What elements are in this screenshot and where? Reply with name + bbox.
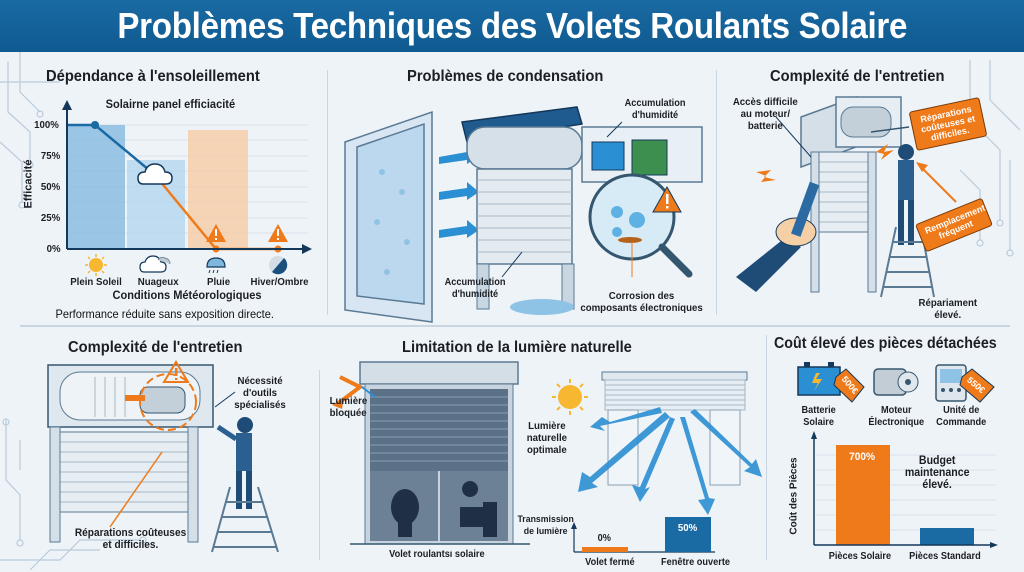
callout-special-tools: Nécessité d'outils spécialisés [234, 375, 286, 411]
y-axis-label: Efficacité [22, 159, 35, 209]
column-divider [327, 70, 328, 315]
part-label-motor: Moteur Électronique [868, 405, 925, 428]
panel-condensation: Problèmes de condensation Accumulation d… [327, 52, 716, 325]
category-label: Hiver/Ombre [250, 276, 309, 288]
bar-label-standard: Pièces Standard [909, 551, 981, 562]
y-tick: 75% [40, 150, 61, 162]
callout-humidity-bottom: Accumulation d'humidité [444, 277, 506, 300]
price-tag-icon [959, 368, 995, 403]
callout-difficult-access: Accès difficile au moteur/ batterie [732, 96, 798, 132]
caption-solar-shutter: Volet roulantsı solaire [389, 549, 485, 560]
y-axis-label: Coût des Pièces [788, 457, 800, 535]
callout-costly-repairs: Réparations coûteuses et difficiles. [74, 527, 187, 551]
panel-title: Complexité de l'entretien [770, 68, 945, 85]
panel-maintenance-top: Complexité de l'entretien Accès difficil… [716, 52, 1024, 325]
bar-label-solar: Pièces Solaire [828, 551, 892, 562]
category-label: Nuageux [137, 276, 179, 288]
page-title: Problèmes Techniques des Volets Roulants… [117, 5, 907, 46]
warning-icon [652, 185, 682, 213]
footer-note: Performance réduite sans exposition dire… [55, 307, 274, 321]
header-banner: Problèmes Techniques des Volets Roulants… [0, 0, 1024, 52]
category-label: Pluie [207, 276, 231, 288]
callout-corrosion: Corrosion des composants électroniques [580, 290, 703, 314]
panel-title: Coût élevé des pièces détachées [774, 335, 997, 352]
motor-icon [873, 368, 919, 396]
half-moon-icon [269, 256, 288, 275]
cloud-icon [139, 255, 171, 273]
y-tick: 50% [40, 181, 61, 193]
panel-title: Problèmes de condensation [407, 68, 604, 85]
panel-title: Complexité de l'entretien [68, 339, 243, 356]
panel-sunlight-dependence: Dépendance à l'ensoleillement Solairne p… [0, 52, 327, 325]
bar-value-closed: 0% [597, 533, 611, 544]
part-label-control-unit: Unité de Commande [936, 405, 987, 428]
bar-value-open: 50% [677, 522, 698, 534]
panel-parts-cost: Coût élevé des pièces détachées 500€ 550… [766, 327, 1024, 572]
sun-icon [552, 379, 588, 415]
panel-natural-light: Limitation de la lumière naturelle [320, 327, 766, 572]
circuit-decoration-bottom-left [0, 418, 147, 571]
bar-value-solar: 700% [849, 451, 876, 463]
efficiency-line-chart [62, 100, 312, 276]
y-tick: 0% [46, 243, 61, 255]
price-tag-icon [833, 368, 865, 403]
panel-title: Limitation de la lumière naturelle [402, 339, 632, 356]
warning-icon [268, 224, 288, 242]
panel-maintenance-bottom: Complexité de l'entretien Nécessité d'ou… [0, 327, 320, 572]
maintenance-illustration-bottom [47, 360, 279, 553]
natural-light-illustration [332, 361, 762, 553]
column-divider [716, 70, 717, 315]
column-divider [319, 370, 320, 560]
control-unit-icon [935, 364, 967, 402]
callout-humidity-top: Accumulation d'humidité [624, 98, 686, 121]
sun-icon [85, 254, 107, 276]
x-axis-label: Conditions Météorologiques [112, 288, 262, 302]
warning-icon [206, 224, 226, 242]
column-divider [766, 335, 767, 560]
warning-icon [162, 360, 190, 383]
bar-label-open: Fenêtre ouverte [661, 557, 731, 568]
part-label-battery: Batterie Solaire [801, 405, 836, 428]
rain-icon [206, 257, 226, 274]
chart-title: Solairne panel efficiacité [105, 97, 236, 111]
panel-title: Dépendance à l'ensoleillement [46, 68, 260, 85]
budget-annotation: Budget maintenance élevé. [904, 455, 970, 491]
parts-cost-illustration [797, 362, 998, 548]
callout-blocked-light: Lumière bloquée [329, 395, 368, 419]
circuit-decoration-left [0, 52, 60, 209]
y-tick: 25% [40, 212, 61, 224]
bar-label-closed: Volet fermé [585, 557, 635, 568]
row-divider [20, 325, 1010, 327]
category-label: Plein Soleil [70, 276, 122, 288]
maintenance-illustration-top [736, 95, 957, 298]
transmission-axis-label: Transmission de lumière [517, 514, 574, 537]
battery-icon [797, 362, 841, 396]
y-tick: 100% [34, 119, 59, 131]
condensation-illustration [344, 106, 703, 323]
callout-natural-light: Lumière naturelle optimale [526, 420, 568, 456]
callout-high-repair-cost: Répariament élevé. [918, 297, 978, 321]
